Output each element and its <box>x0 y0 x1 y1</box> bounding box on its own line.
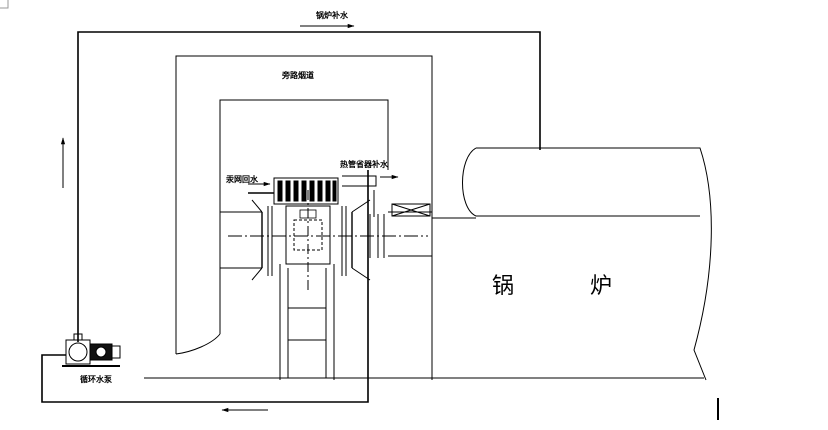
boiler-label-char2: 炉 <box>590 274 613 299</box>
corner-mark <box>0 0 9 9</box>
boiler-drum <box>462 147 700 217</box>
boiler-label-char1: 锅 <box>492 274 515 299</box>
bypass-flue-break <box>175 333 221 355</box>
return-water-pipe <box>41 170 369 403</box>
boiler-return-label: 汞网回水 <box>226 175 258 184</box>
boiler-body <box>476 147 712 381</box>
economizer-fins <box>277 180 337 202</box>
circulation-pump-label: 循环水泵 <box>80 375 112 384</box>
boiler-supply-label: 锅炉补水 <box>316 11 348 20</box>
boiler-supply-pipe <box>77 31 541 342</box>
bypass-flue-inner <box>219 99 389 334</box>
heat-pipe-supply-label: 热管省器补水 <box>340 160 388 169</box>
circulation-pump-drawing <box>62 333 121 367</box>
lower-column <box>279 264 335 380</box>
economizer-header <box>273 177 339 205</box>
main-duct <box>220 211 262 269</box>
bypass-flue-label: 旁路烟道 <box>282 71 314 80</box>
